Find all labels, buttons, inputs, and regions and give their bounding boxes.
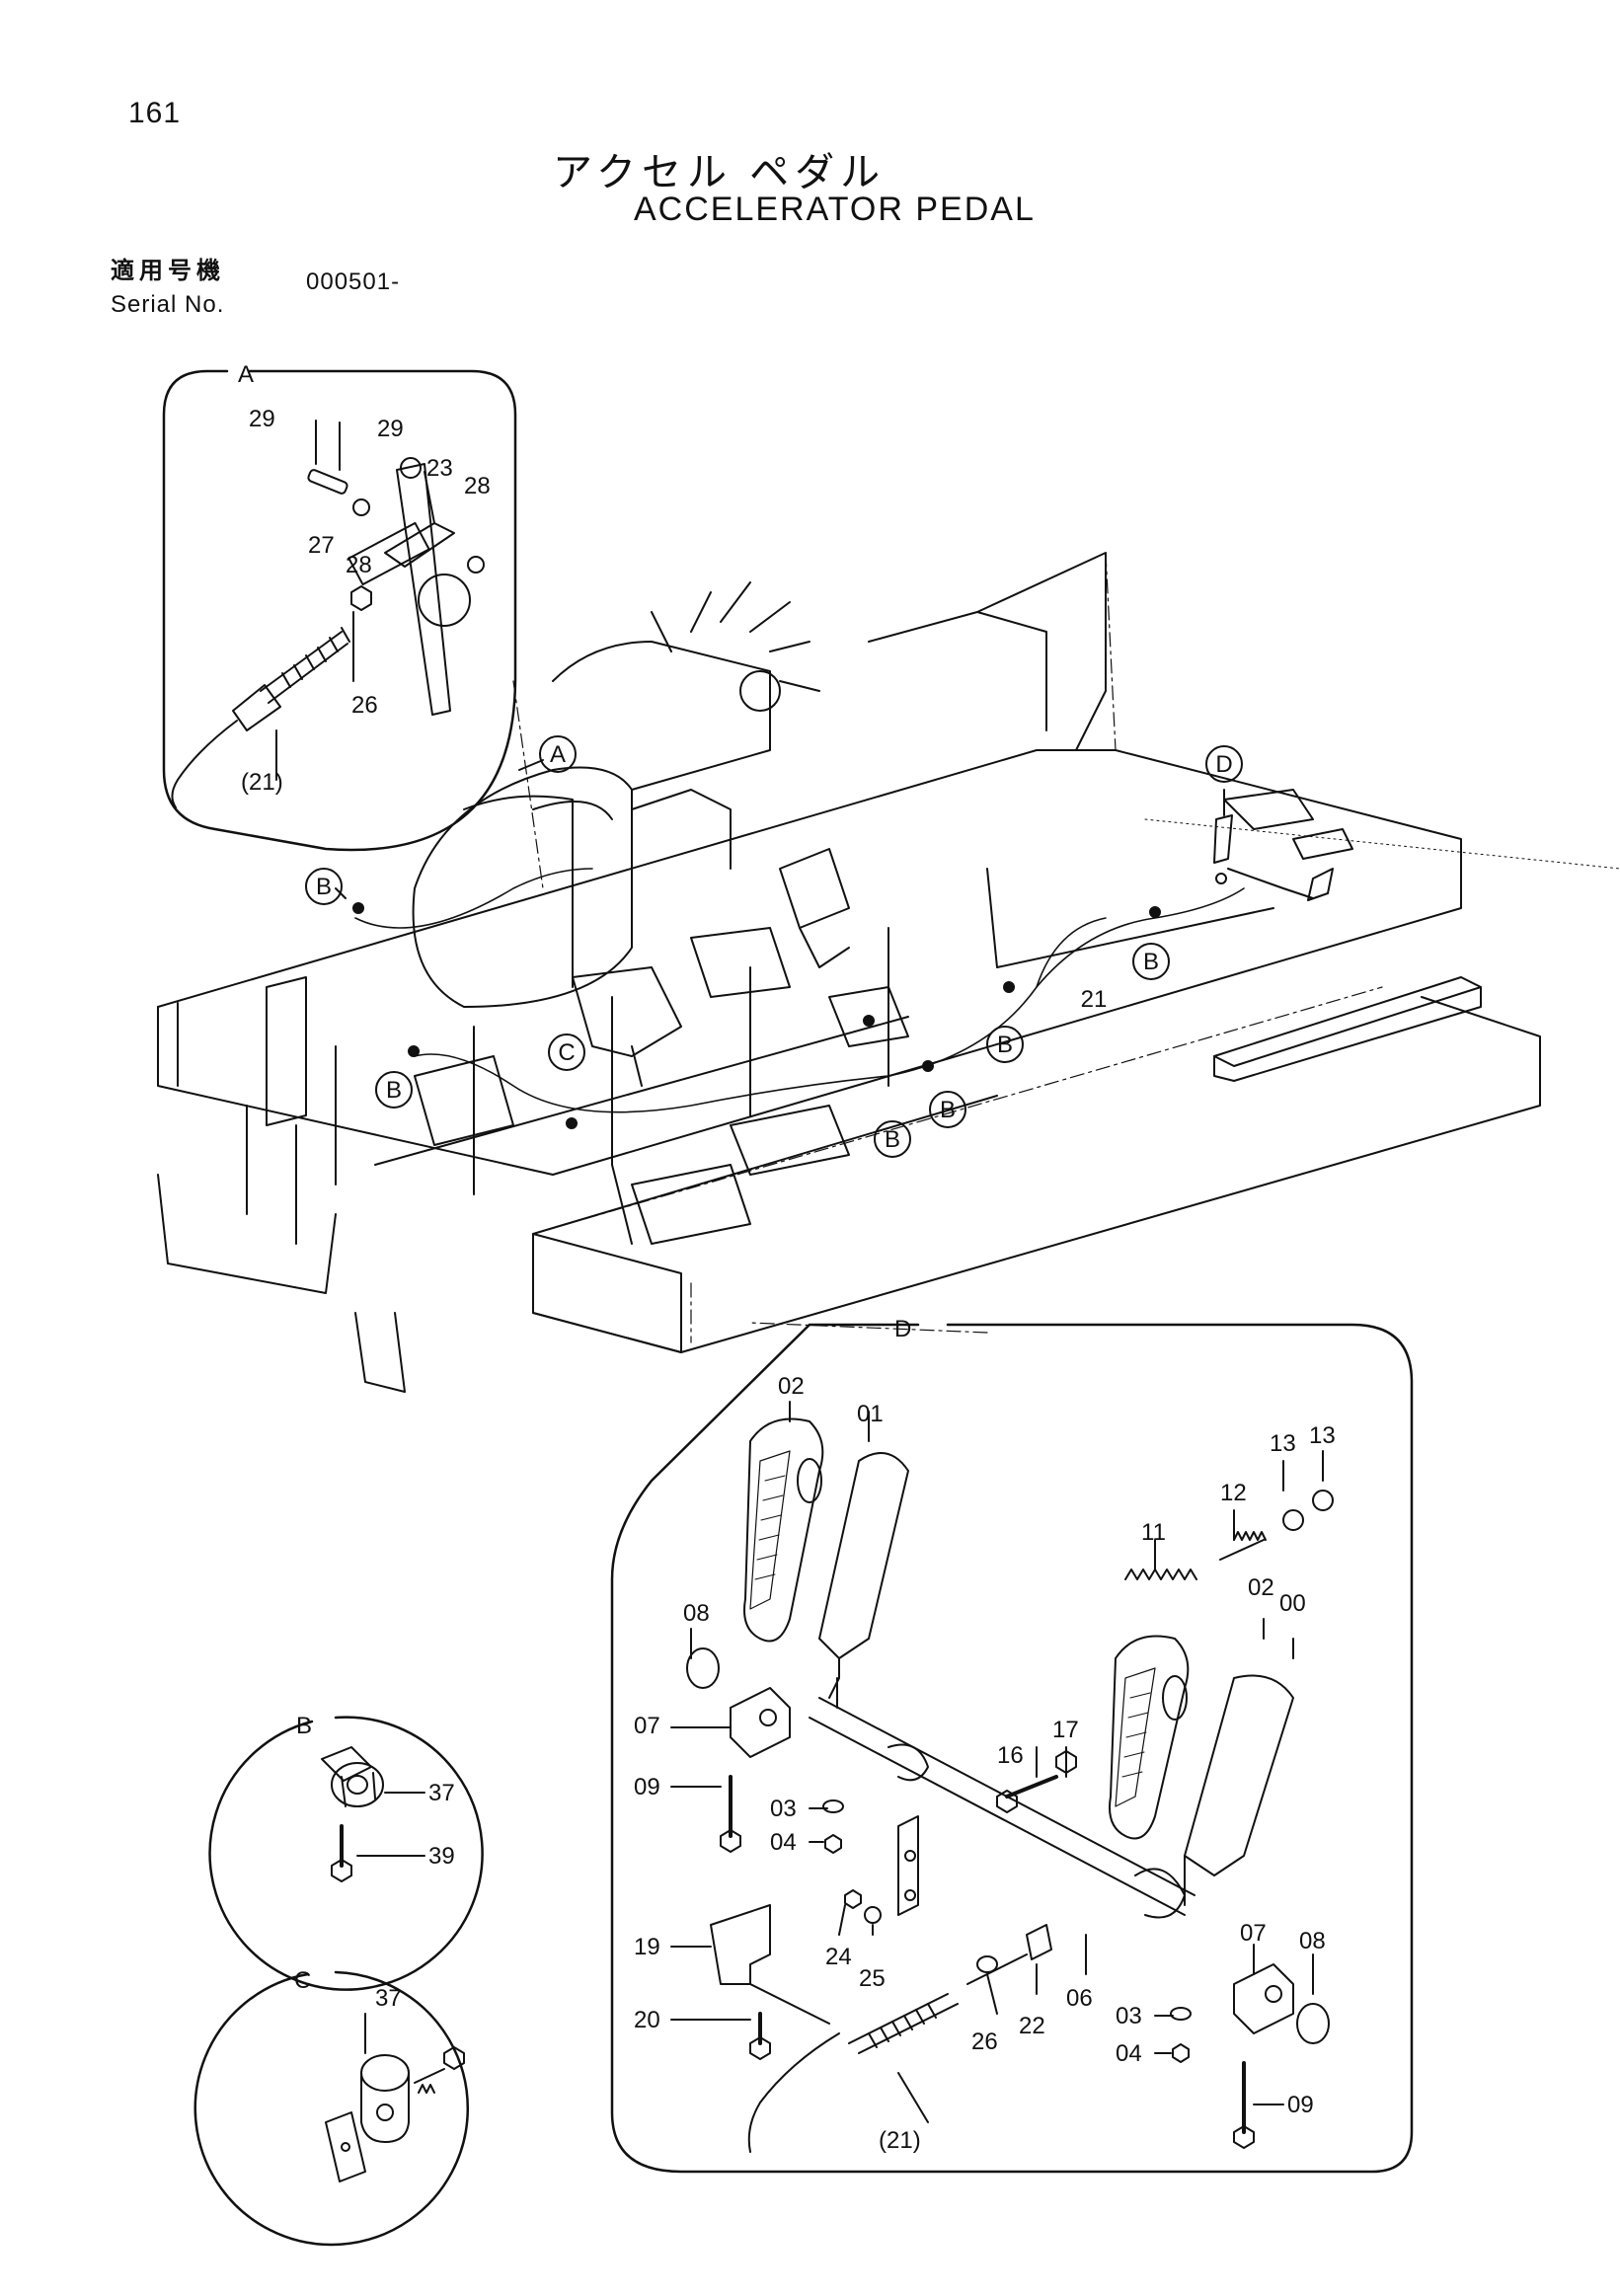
part-number: 26 bbox=[971, 2028, 998, 2055]
part-number: 04 bbox=[1116, 2040, 1142, 2067]
part-number: 20 bbox=[634, 2007, 660, 2033]
part-number: 00 bbox=[1279, 1590, 1306, 1617]
callout-b: B bbox=[1143, 949, 1159, 975]
part-number: 26 bbox=[351, 692, 378, 719]
detail-c-label: C bbox=[294, 1967, 311, 1994]
detail-d-frame: D bbox=[610, 1316, 1414, 2174]
part-number: 29 bbox=[377, 416, 404, 442]
detail-a-label: A bbox=[238, 361, 254, 388]
part-number: 08 bbox=[1299, 1928, 1326, 1954]
part-number: (21) bbox=[879, 2127, 921, 2154]
detail-b-frame: B bbox=[208, 1713, 484, 1991]
callout-d: D bbox=[1215, 751, 1232, 778]
serial-number-value: 000501- bbox=[306, 268, 401, 295]
part-number: 02 bbox=[778, 1373, 805, 1400]
callout-b: B bbox=[386, 1077, 402, 1104]
cable-part-number: 21 bbox=[1081, 986, 1108, 1013]
part-number: 01 bbox=[857, 1401, 884, 1427]
part-number: 13 bbox=[1309, 1422, 1336, 1449]
serial-label: Serial No. bbox=[111, 291, 225, 318]
part-number: 23 bbox=[426, 455, 453, 482]
part-number: 27 bbox=[308, 532, 335, 559]
page-title: ACCELERATOR PEDAL bbox=[634, 191, 1036, 228]
callout-markers bbox=[305, 735, 1243, 1158]
part-number: 29 bbox=[249, 406, 275, 432]
part-number: 24 bbox=[825, 1944, 852, 1970]
part-number: 11 bbox=[1141, 1519, 1166, 1546]
page-title-japanese: アクセル ペダル bbox=[553, 151, 887, 194]
part-number: 07 bbox=[634, 1713, 660, 1739]
serial-label-japanese: 適用号機 bbox=[111, 258, 225, 284]
part-number: 09 bbox=[634, 1774, 660, 1800]
part-number: 13 bbox=[1270, 1430, 1296, 1457]
part-number: 17 bbox=[1052, 1717, 1079, 1743]
callout-b: B bbox=[316, 874, 332, 900]
part-number: (21) bbox=[241, 769, 283, 796]
part-number: 07 bbox=[1240, 1920, 1267, 1947]
detail-b-label: B bbox=[296, 1713, 312, 1739]
part-number: 16 bbox=[997, 1742, 1024, 1769]
part-number: 06 bbox=[1066, 1985, 1093, 2012]
part-number: 12 bbox=[1220, 1480, 1247, 1506]
callout-b: B bbox=[885, 1126, 900, 1153]
callout-b: B bbox=[997, 1032, 1013, 1058]
detail-d-label: D bbox=[894, 1316, 911, 1342]
part-number: 08 bbox=[683, 1600, 710, 1627]
part-number: 09 bbox=[1287, 2092, 1314, 2118]
callout-a: A bbox=[550, 741, 566, 768]
part-number: 28 bbox=[346, 552, 372, 578]
part-number: 04 bbox=[770, 1829, 797, 1856]
part-number: 22 bbox=[1019, 2013, 1045, 2039]
part-number: 03 bbox=[770, 1796, 797, 1822]
callout-b: B bbox=[940, 1097, 956, 1123]
page-number: 161 bbox=[128, 97, 182, 129]
part-number: 02 bbox=[1248, 1574, 1274, 1601]
chassis-frame bbox=[157, 552, 1620, 1393]
detail-c-frame: C bbox=[193, 1967, 470, 2247]
part-number: 37 bbox=[428, 1780, 455, 1806]
part-number: 19 bbox=[634, 1934, 660, 1960]
part-number: 25 bbox=[859, 1965, 886, 1992]
part-number: 39 bbox=[428, 1843, 455, 1870]
part-number: 03 bbox=[1116, 2003, 1142, 2029]
part-number: 28 bbox=[464, 473, 491, 499]
part-number: 37 bbox=[375, 1985, 402, 2012]
detail-a-frame: A bbox=[162, 361, 517, 852]
callout-c: C bbox=[558, 1039, 575, 1066]
